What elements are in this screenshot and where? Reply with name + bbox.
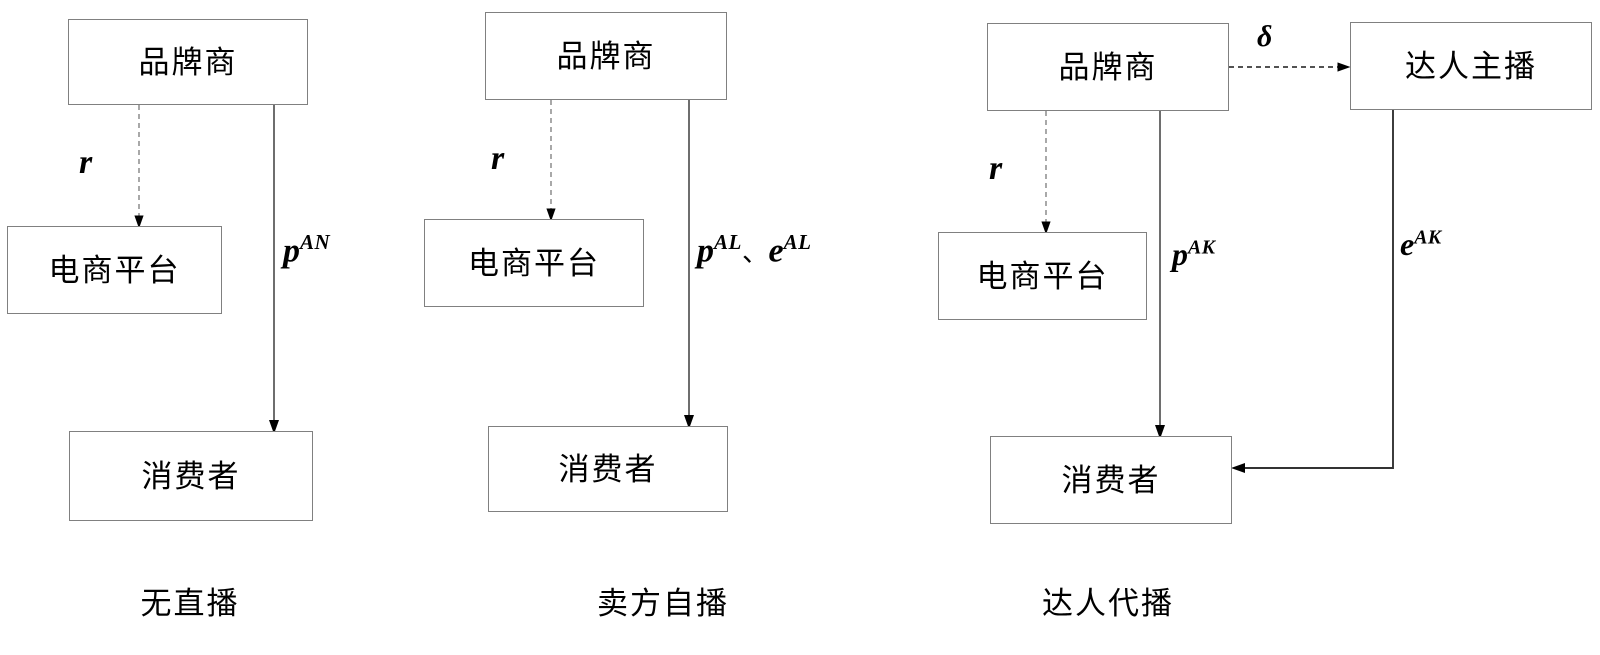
edge-label-p-al-e-al-p2: pAL、eAL	[697, 230, 812, 270]
node-consumer-p3[interactable]: 消费者	[990, 436, 1232, 524]
edge-label-separator: 、	[741, 237, 769, 268]
caption-panel-1: 无直播	[140, 586, 240, 621]
node-influencer-p3[interactable]: 达人主播	[1350, 22, 1592, 110]
edge-label-r-p3: r	[989, 150, 1003, 187]
edge-label-base: p	[697, 232, 714, 270]
edge-label-superscript: AL	[714, 230, 742, 254]
edge-label-e-ak-p3: eAK	[1400, 226, 1442, 262]
node-consumer-p2[interactable]: 消费者	[488, 426, 728, 512]
edge-label-superscript-2: AL	[783, 230, 812, 254]
node-platform-p2[interactable]: 电商平台	[424, 219, 644, 307]
node-platform-p3[interactable]: 电商平台	[938, 232, 1147, 320]
edge-label-base: p	[283, 232, 300, 270]
edge-label-r-p2: r	[491, 140, 505, 177]
caption-panel-2: 卖方自播	[597, 586, 729, 621]
node-platform-p1[interactable]: 电商平台	[7, 226, 222, 314]
edge-label-base-2: e	[768, 232, 784, 270]
edge-label-p-ak-p3: pAK	[1172, 236, 1216, 272]
node-consumer-p1[interactable]: 消费者	[69, 431, 313, 521]
edge-label-delta-p3: δ	[1257, 20, 1273, 53]
edge-label-r-p1: r	[79, 144, 93, 181]
edge-label-superscript: AK	[1414, 226, 1442, 249]
edge-influencer-to-consumer-p3	[1231, 110, 1394, 473]
node-brand-p2[interactable]: 品牌商	[485, 12, 727, 100]
edge-label-base: e	[1400, 226, 1415, 262]
node-brand-p3[interactable]: 品牌商	[987, 23, 1229, 111]
caption-panel-3: 达人代播	[1042, 586, 1174, 621]
node-brand-p1[interactable]: 品牌商	[68, 19, 308, 105]
edge-label-base: p	[1172, 236, 1188, 272]
edge-label-superscript: AK	[1188, 236, 1216, 259]
edge-label-p-an-p1: pAN	[283, 230, 331, 270]
edge-label-superscript: AN	[300, 230, 331, 254]
